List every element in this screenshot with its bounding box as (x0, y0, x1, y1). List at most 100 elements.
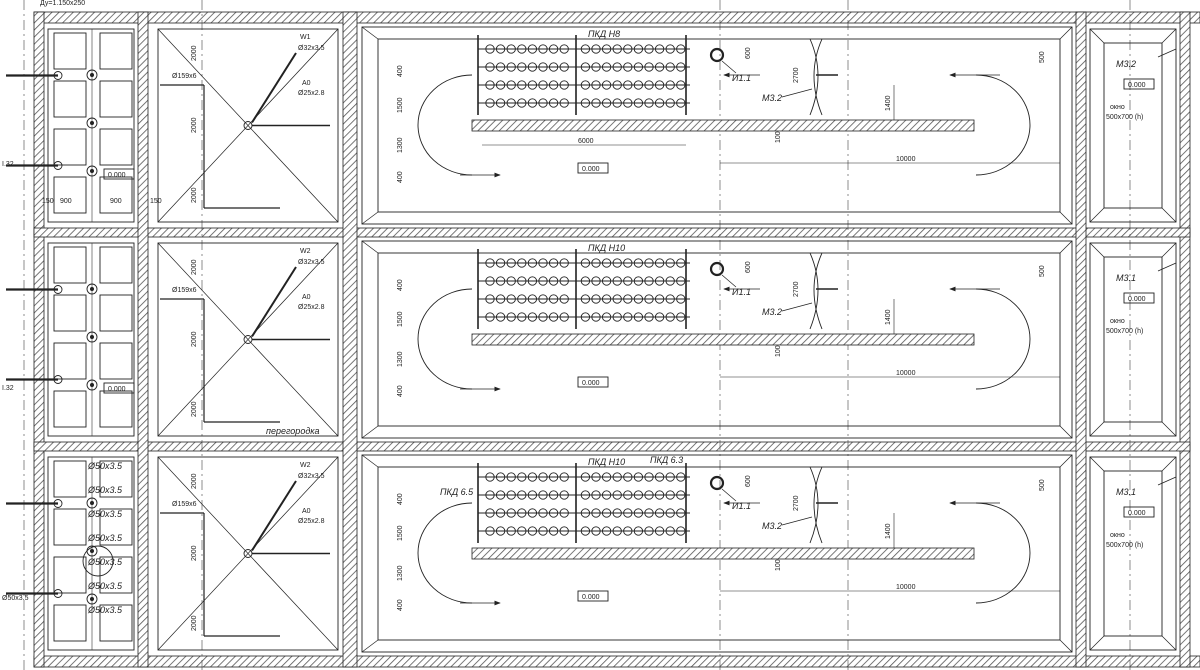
level-box (577, 162, 609, 174)
diagonal-line (157, 28, 339, 223)
diffuser-disc (644, 490, 654, 500)
screen-panel (53, 32, 87, 70)
left-edge-label: Ø50х3.5 (2, 595, 29, 602)
mixer-blade (809, 252, 819, 330)
dimension: 2700 (793, 281, 800, 297)
leader-line (1157, 262, 1177, 272)
outer-walls (33, 11, 1200, 668)
screen-panel (99, 604, 133, 642)
diffuser-disc (633, 294, 644, 304)
left-edge-label: I.32 (2, 385, 14, 392)
diffuser-disc (506, 472, 516, 482)
diffuser-disc (538, 276, 548, 286)
dimension: 400 (397, 279, 404, 291)
diffuser-disc (538, 258, 548, 268)
diffuser-disc (559, 80, 569, 90)
valve-circle (86, 379, 98, 391)
diffuser-disc (559, 526, 569, 536)
diffuser-disc (580, 526, 591, 536)
mixer-blade (813, 252, 823, 330)
diffuser-disc (676, 44, 686, 54)
dimension: 6000 (578, 138, 594, 145)
diffuser-disc (612, 526, 622, 536)
chamber-outline (47, 456, 135, 651)
diffuser-disc (591, 80, 601, 90)
dimension: 400 (397, 385, 404, 397)
pipe-label: W2 (300, 248, 311, 255)
diffuser-disc (644, 508, 654, 518)
diffuser-disc (676, 258, 686, 268)
diffuser-disc (612, 276, 622, 286)
pipe-flange (53, 375, 63, 384)
diffuser-disc (623, 508, 633, 518)
tank-inner (377, 252, 1061, 427)
diffuser-disc (601, 98, 612, 108)
chamfer (1161, 421, 1177, 437)
diffuser-disc (548, 312, 559, 322)
diffuser-disc (548, 62, 559, 72)
diffuser-disc (527, 276, 538, 286)
diffuser-disc (665, 80, 675, 90)
screen-panel (99, 246, 133, 284)
chamfer (1161, 207, 1177, 223)
dimension: 2000 (191, 545, 198, 561)
dimension: 2000 (191, 615, 198, 631)
equipment-mark: М3.2 (762, 307, 782, 317)
diffuser-disc (495, 472, 506, 482)
pipe-label: A0 (302, 294, 311, 301)
level-mark: 0.000 (582, 166, 600, 173)
diffuser-disc (591, 526, 601, 536)
header-label: ПКД Н8 (588, 29, 620, 39)
diffuser-disc (654, 80, 665, 90)
pipe-flange (53, 499, 63, 508)
diffuser-disc (506, 44, 516, 54)
chamber-outline (157, 456, 339, 651)
diffuser-disc (612, 472, 622, 482)
level-box (1123, 78, 1155, 90)
level-mark: 0.000 (1128, 82, 1146, 89)
diffuser-disc (538, 98, 548, 108)
diffuser-disc (495, 44, 506, 54)
screen-panel (53, 176, 87, 214)
diffuser-disc (485, 508, 495, 518)
dimension: 400 (397, 599, 404, 611)
basin-row: 0.000Ø159х6W2Ø32х3.5A0Ø25х2.820002000200… (6, 240, 1177, 439)
diffuser-disc (495, 258, 506, 268)
screen-panel (99, 32, 133, 70)
diffuser-disc (527, 312, 538, 322)
diffuser-disc (517, 258, 527, 268)
leader-line (721, 274, 737, 288)
level-box (577, 376, 609, 388)
dimension: 600 (745, 47, 752, 59)
dimension: 1300 (397, 137, 404, 153)
diffuser-disc (654, 472, 665, 482)
pipe-callout: Ø50х3.5 (87, 485, 123, 495)
diffuser-disc (633, 44, 644, 54)
diffuser-disc (644, 258, 654, 268)
diffuser-disc (559, 508, 569, 518)
pipe-label: Ø25х2.8 (298, 304, 325, 311)
diffuser-disc (538, 62, 548, 72)
diffuser-disc (527, 62, 538, 72)
top-pipe-label: Ду=1.150x250 (40, 0, 85, 7)
diffuser-disc (676, 472, 686, 482)
diffuser-disc (612, 258, 622, 268)
header-label: ПКД 6.3 (650, 455, 683, 465)
dimension: 1300 (397, 565, 404, 581)
mixer-blade (809, 38, 819, 116)
diffuser-disc (559, 98, 569, 108)
chamfer (361, 211, 379, 225)
window-label: окно (1110, 104, 1125, 111)
dimension: 500 (1039, 265, 1046, 277)
diffuser-disc (665, 98, 675, 108)
diffuser-disc (676, 508, 686, 518)
diffuser-disc (665, 508, 675, 518)
chamfer (1089, 456, 1105, 472)
basin-row: Ø50х3.5Ø50х3.5Ø50х3.5Ø50х3.5Ø50х3.5Ø50х3… (6, 454, 1177, 653)
diffuser-disc (517, 98, 527, 108)
diffuser-disc (495, 98, 506, 108)
